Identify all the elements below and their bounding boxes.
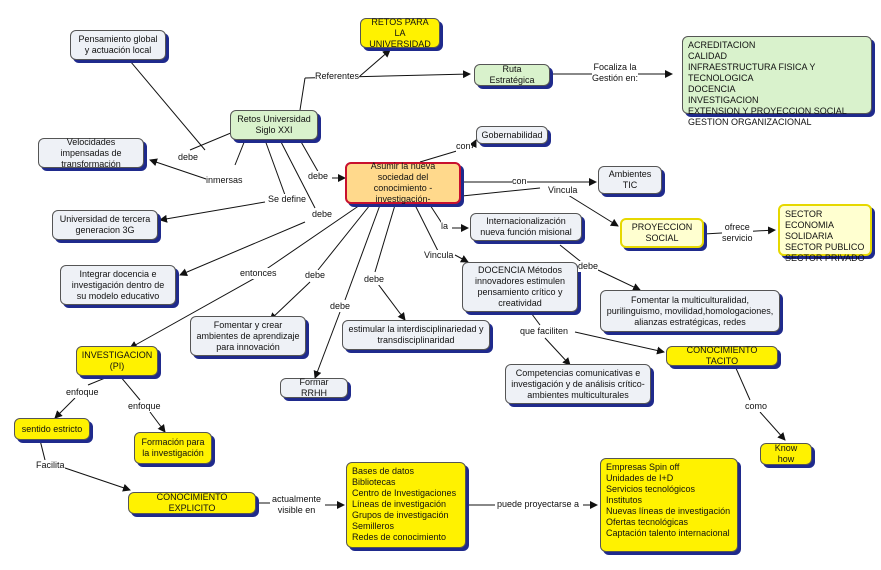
label-con-1: con [456,141,471,152]
node-interdisciplinariedad: estimular la interdisciplinariedad y tra… [342,320,490,350]
node-sectores: SECTOR ECONOMIA SOLIDARIA SECTOR PUBLICO… [778,204,872,263]
label-focaliza: Focaliza la Gestión en: [592,62,639,84]
label-se-define: Se define [268,194,307,205]
node-conocimiento-explicito: CONOCIMIENTO EXPLICITO [128,492,256,514]
node-investigacion-pi: INVESTIGACION (PI) [76,346,158,376]
label-enfoque-2: enfoque [128,401,161,412]
label-vincula-2: Vincula [424,250,454,261]
label-debe-2: debe [308,171,329,182]
label-enfoque-1: enfoque [66,387,99,398]
node-proyeccion-social: PROYECCION SOCIAL [620,218,704,248]
label-la: la [441,221,449,232]
node-acreditacion-list: ACREDITACION CALIDAD INFRAESTRUCTURA FIS… [682,36,872,127]
label-debe-6: debe [364,274,385,285]
node-internacionalizacion: Internacionalización nueva función misio… [470,213,582,241]
node-retos-siglo-xxi: Retos Universidad Siglo XXI [230,110,318,140]
node-docencia: DOCENCIA Métodos innovadores estimulen p… [462,262,578,312]
label-facilita: Facilita [36,460,65,471]
node-asumir-sociedad: Asumir la nueva sociedad del conocimient… [345,161,461,204]
label-puede-proyectarse: puede proyectarse a [497,499,580,510]
label-ofrece-servicio: ofrece servicio [722,222,753,244]
label-debe-1: debe [178,152,199,163]
label-vincula-1: Vincula [548,185,578,196]
label-debe-5: debe [578,261,599,272]
label-debe-4: debe [305,270,326,281]
node-fomentar-multiculturalidad: Fomentar la multiculturalidad, purilingu… [600,290,780,332]
node-ambientes-tic: Ambientes TIC [598,166,662,194]
node-pensamiento-global: Pensamiento global y actuación local [70,30,166,60]
label-referentes: Referentes [315,71,360,82]
label-como: como [745,401,768,412]
node-integrar-docencia: Integrar docencia e investigación dentro… [60,265,176,305]
node-formar-rrhh: Formar RRHH [280,377,348,398]
label-con-2: con [512,176,527,187]
node-know-how: Know how [760,443,812,465]
node-bases-de-datos: Bases de datos Bibliotecas Centro de Inv… [346,462,466,548]
node-formacion-investigacion: Formación para la investigación [134,432,212,464]
label-actualmente-visible: actualmente visible en [272,494,322,516]
label-que-faciliten: que faciliten [520,326,569,337]
node-sentido-estricto: sentido estricto [14,418,90,440]
node-ruta-estrategica: Ruta Estratégica [474,64,550,86]
label-inmersas: inmersas [206,175,243,186]
node-gobernabilidad: Gobernabilidad [476,126,548,144]
node-competencias: Competencias comunicativas e investigaci… [505,364,651,404]
node-universidad-3g: Universidad de tercera generacion 3G [52,210,158,240]
label-debe-3: debe [312,209,333,220]
node-fomentar-crear: Fomentar y crear ambientes de aprendizaj… [190,316,306,356]
node-empresas-spin-off: Empresas Spin off Unidades de I+D Servic… [600,458,738,552]
label-entonces: entonces [240,268,277,279]
node-retos-para-la-universidad: RETOS PARA LA UNIVERSIDAD [360,17,440,49]
label-debe-7: debe [330,301,351,312]
node-velocidades: Velocidades impensadas de transformación [38,137,144,169]
node-conocimiento-tacito: CONOCIMIENTO TACITO [666,345,778,366]
